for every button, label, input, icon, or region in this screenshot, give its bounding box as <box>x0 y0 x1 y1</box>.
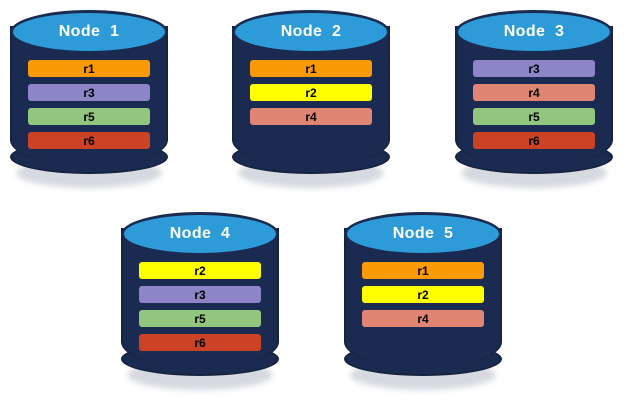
cylinder-top-cap: Node 4 <box>121 212 279 256</box>
replica-bar[interactable]: r1 <box>28 60 150 77</box>
replica-bar[interactable]: r6 <box>28 132 150 149</box>
replica-bar[interactable]: r6 <box>139 334 261 351</box>
replica-list: r1 r3 r5 r6 <box>10 60 168 149</box>
replica-bar[interactable]: r1 <box>362 262 484 279</box>
cylinder-top-cap: Node 3 <box>455 10 613 54</box>
replica-bar[interactable]: r2 <box>139 262 261 279</box>
replica-bar[interactable]: r3 <box>28 84 150 101</box>
replica-list: r2 r3 r5 r6 <box>121 262 279 351</box>
node-cylinder-4[interactable]: r2 r3 r5 r6 Node 4 <box>121 210 279 392</box>
replica-list: r3 r4 r5 r6 <box>455 60 613 149</box>
node-title: Node 5 <box>392 224 454 242</box>
node-title: Node 4 <box>169 224 231 242</box>
replica-bar[interactable]: r4 <box>473 84 595 101</box>
node-title: Node 3 <box>503 22 565 40</box>
replica-bar[interactable]: r1 <box>250 60 372 77</box>
replica-bar[interactable]: r5 <box>139 310 261 327</box>
cylinder-top-cap: Node 2 <box>232 10 390 54</box>
node-cylinder-5[interactable]: r1 r2 r4 Node 5 <box>344 210 502 392</box>
replica-bar[interactable]: r2 <box>250 84 372 101</box>
replica-bar[interactable]: r5 <box>473 108 595 125</box>
replica-bar[interactable]: r2 <box>362 286 484 303</box>
node-cylinder-2[interactable]: r1 r2 r4 Node 2 <box>232 8 390 190</box>
node-title: Node 2 <box>280 22 342 40</box>
replica-bar[interactable]: r6 <box>473 132 595 149</box>
cylinder-top-cap: Node 5 <box>344 212 502 256</box>
replica-bar[interactable]: r5 <box>28 108 150 125</box>
node-cylinder-3[interactable]: r3 r4 r5 r6 Node 3 <box>455 8 613 190</box>
cylinder-top-cap: Node 1 <box>10 10 168 54</box>
node-title: Node 1 <box>58 22 120 40</box>
replica-bar[interactable]: r4 <box>362 310 484 327</box>
replica-list: r1 r2 r4 <box>232 60 390 125</box>
replica-list: r1 r2 r4 <box>344 262 502 327</box>
replica-bar[interactable]: r3 <box>139 286 261 303</box>
node-cylinder-1[interactable]: r1 r3 r5 r6 Node 1 <box>10 8 168 190</box>
replica-bar[interactable]: r3 <box>473 60 595 77</box>
replica-bar[interactable]: r4 <box>250 108 372 125</box>
